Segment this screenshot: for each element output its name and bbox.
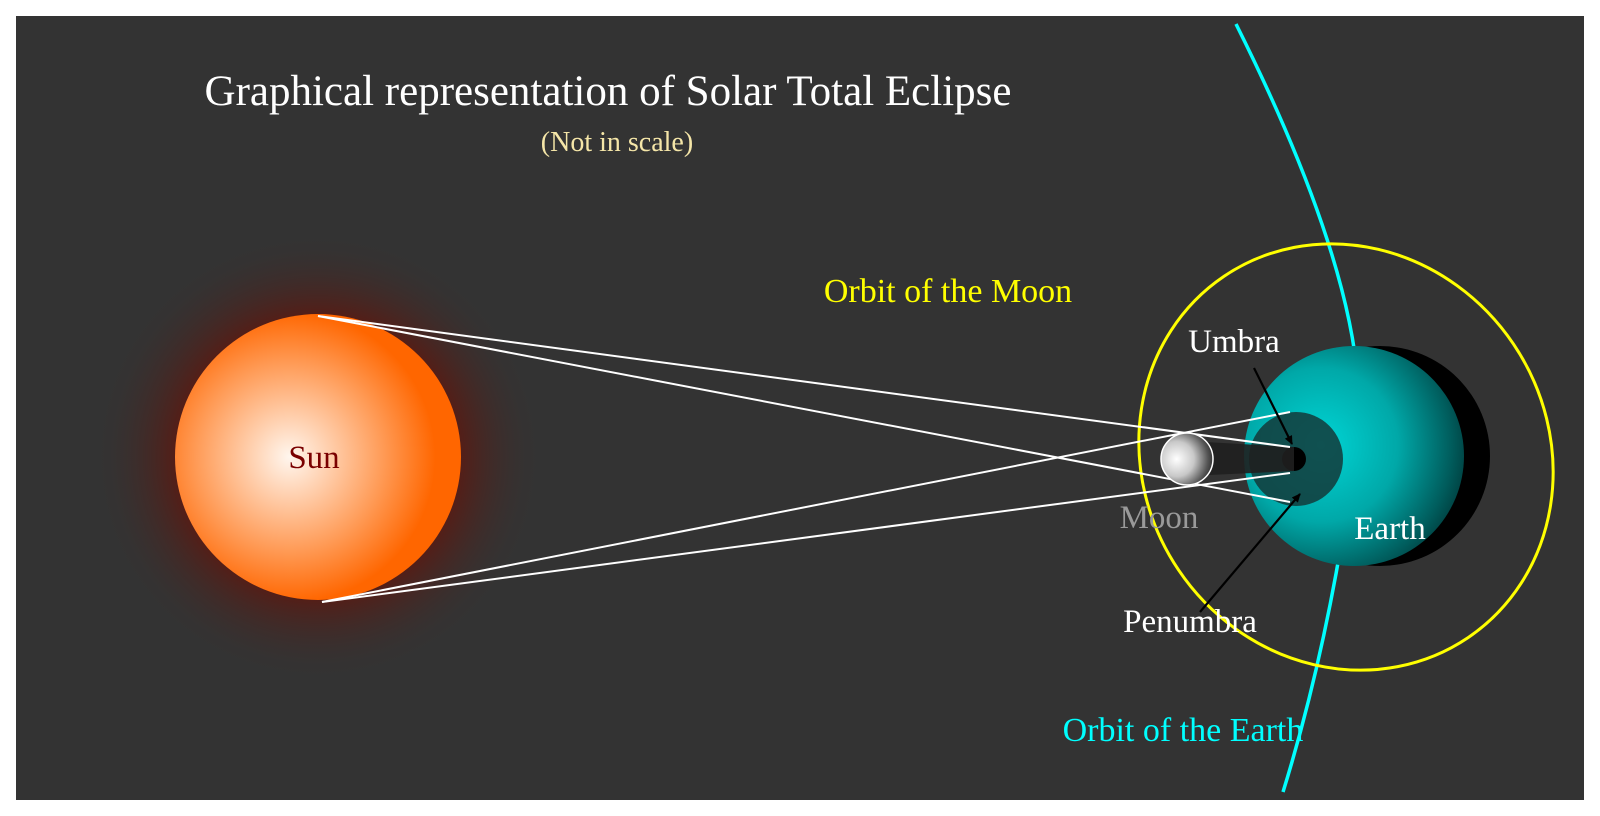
penumbra-label: Penumbra — [1123, 604, 1257, 640]
ray-cross-bottom — [321, 411, 1291, 603]
ray-outer-top — [317, 315, 1291, 448]
moon-orbit-path — [1137, 242, 1555, 672]
diagram-title: Graphical representation of Solar Total … — [205, 68, 1012, 115]
ray-outer-bottom — [321, 472, 1291, 603]
moon — [1160, 432, 1214, 486]
earth — [1244, 346, 1464, 566]
sun-label: Sun — [288, 440, 339, 476]
penumbra-arrow — [1199, 493, 1301, 613]
umbra-label: Umbra — [1188, 324, 1280, 360]
umbra-arrow — [1253, 367, 1293, 445]
moon-orbit-label: Orbit of the Moon — [824, 273, 1072, 310]
diagram-subtitle: (Not in scale) — [541, 127, 693, 158]
sun — [175, 314, 461, 600]
moon-label: Moon — [1120, 500, 1199, 536]
tangent-rays — [317, 315, 1291, 603]
earth-label: Earth — [1354, 511, 1426, 547]
earth-orbit-label: Orbit of the Earth — [1063, 712, 1304, 749]
umbra-cone — [1188, 441, 1294, 476]
ray-cross-top — [317, 315, 1291, 503]
